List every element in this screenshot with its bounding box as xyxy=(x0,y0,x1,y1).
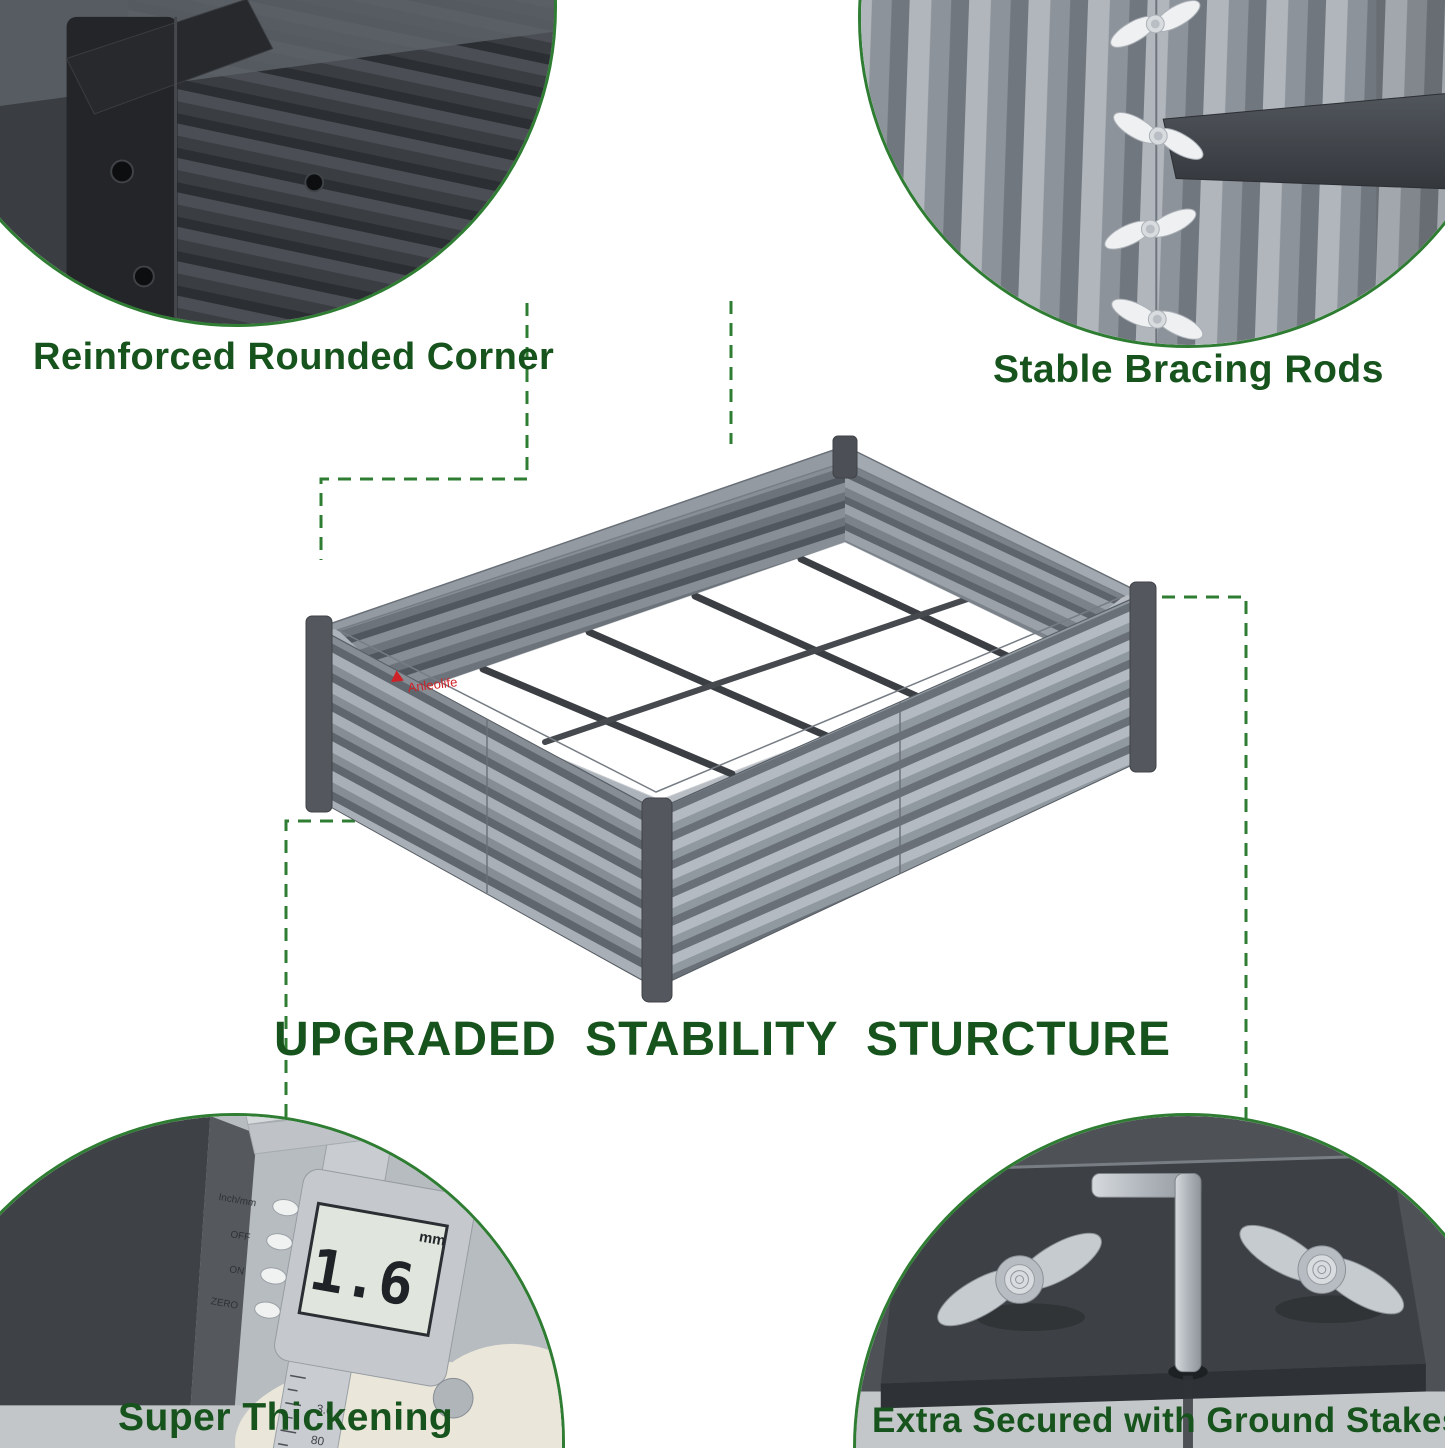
corner-cap-south xyxy=(641,797,673,1003)
off-button xyxy=(266,1233,293,1251)
lcd-screen xyxy=(297,1201,450,1338)
l-shaped-ground-stake xyxy=(1091,1172,1202,1373)
metal-plate xyxy=(880,1155,1426,1384)
metal-sheet-edge xyxy=(187,1116,257,1448)
plate-thickness xyxy=(880,1363,1426,1409)
bolt-thread xyxy=(1010,1270,1029,1289)
stake-shaft xyxy=(1174,1172,1202,1373)
wing-nut-icon xyxy=(1113,112,1204,160)
callout-label-ground-stakes: Extra Secured with Ground Stakes xyxy=(872,1401,1445,1440)
corner-bracket-flange xyxy=(65,0,274,115)
bed-inner-wall-nw xyxy=(338,462,845,694)
brand-logo: Anleolife xyxy=(390,670,458,695)
on-button-label: ON xyxy=(228,1264,245,1277)
on-button xyxy=(260,1267,287,1285)
bracing-rod-bar xyxy=(1162,93,1445,190)
caliper-jaw-lower xyxy=(247,1116,363,1155)
thumb-wheel xyxy=(432,1377,474,1419)
inset-ground-stakes xyxy=(853,1113,1445,1448)
wing-nut-left xyxy=(937,1232,1102,1332)
bracing-rod xyxy=(691,592,929,704)
bracing-rod-closeup-photo xyxy=(861,0,1445,345)
longitudinal-brace-rod xyxy=(542,585,1003,745)
bolt-thread xyxy=(1317,1265,1327,1275)
wing-nut-icon xyxy=(1110,0,1201,48)
zero-button xyxy=(254,1301,281,1319)
wing-nut-icon xyxy=(1111,298,1204,340)
wing-nut-icon xyxy=(1104,208,1197,250)
screw-icon xyxy=(110,159,134,184)
zero-button-label: ZERO xyxy=(210,1296,239,1312)
bolt-thread xyxy=(1312,1260,1332,1280)
caliper-buttons: Inch/mm OFF ON ZERO xyxy=(210,1192,299,1319)
inset-reinforced-corner xyxy=(0,0,557,327)
dashed-connector-top-left xyxy=(319,303,529,560)
ruler-mark-top: 3.0 xyxy=(315,1401,334,1418)
corner-cap-west xyxy=(305,615,333,813)
bed-inner-wall-ne xyxy=(845,462,1124,646)
ruler-mark-bottom: 80 xyxy=(310,1433,326,1448)
callout-label-reinforced-corner: Reinforced Rounded Corner xyxy=(33,336,555,378)
dashed-connector-bottom-left xyxy=(284,819,449,1117)
metal-sheet xyxy=(0,1116,211,1448)
inset-stable-bracing-rods xyxy=(858,0,1445,348)
glove-thumb xyxy=(423,1343,562,1448)
bracing-rod xyxy=(797,555,1026,667)
callout-label-super-thickening: Super Thickening xyxy=(118,1396,454,1439)
corner-cap-east xyxy=(1129,581,1157,773)
stake-below-plate xyxy=(1183,1375,1193,1448)
bolt-end xyxy=(1004,1264,1035,1295)
digital-caliper: 1.6 mm Inch/mm OFF ON ZERO xyxy=(210,1116,476,1448)
inset-super-thickening: 1.6 mm Inch/mm OFF ON ZERO xyxy=(0,1113,565,1448)
caliper-closeup-photo: 1.6 mm Inch/mm OFF ON ZERO xyxy=(0,1116,562,1448)
raised-garden-bed: Anleolife xyxy=(305,435,1157,1003)
screw-icon xyxy=(304,172,325,193)
ground-stake-closeup-photo xyxy=(856,1116,1445,1448)
callout-label-stable-bracing-rods: Stable Bracing Rods xyxy=(993,348,1384,391)
brand-name: Anleolife xyxy=(407,674,458,695)
screws xyxy=(110,159,470,288)
bolt-thread xyxy=(1015,1275,1024,1284)
corner-closeup-photo xyxy=(0,0,554,324)
corner-cap-north xyxy=(832,435,858,479)
shadow xyxy=(975,1303,1085,1332)
off-button-label: OFF xyxy=(230,1229,251,1243)
screw-icon xyxy=(449,234,470,255)
bolt-end xyxy=(1306,1254,1338,1285)
screw-icon xyxy=(132,265,155,288)
bed-rim-inner-outline xyxy=(336,461,1126,793)
mode-button xyxy=(272,1199,299,1217)
wing-nut-right xyxy=(1239,1224,1405,1324)
brand-flame-icon xyxy=(390,670,404,683)
headline: UPGRADED STABILITY STURCTURE xyxy=(274,1013,1171,1066)
ruler-ticks xyxy=(277,1374,306,1447)
lcd-unit: mm xyxy=(418,1229,447,1249)
plate-edge-highlight xyxy=(905,1154,1392,1172)
wing-nuts xyxy=(1104,0,1204,340)
